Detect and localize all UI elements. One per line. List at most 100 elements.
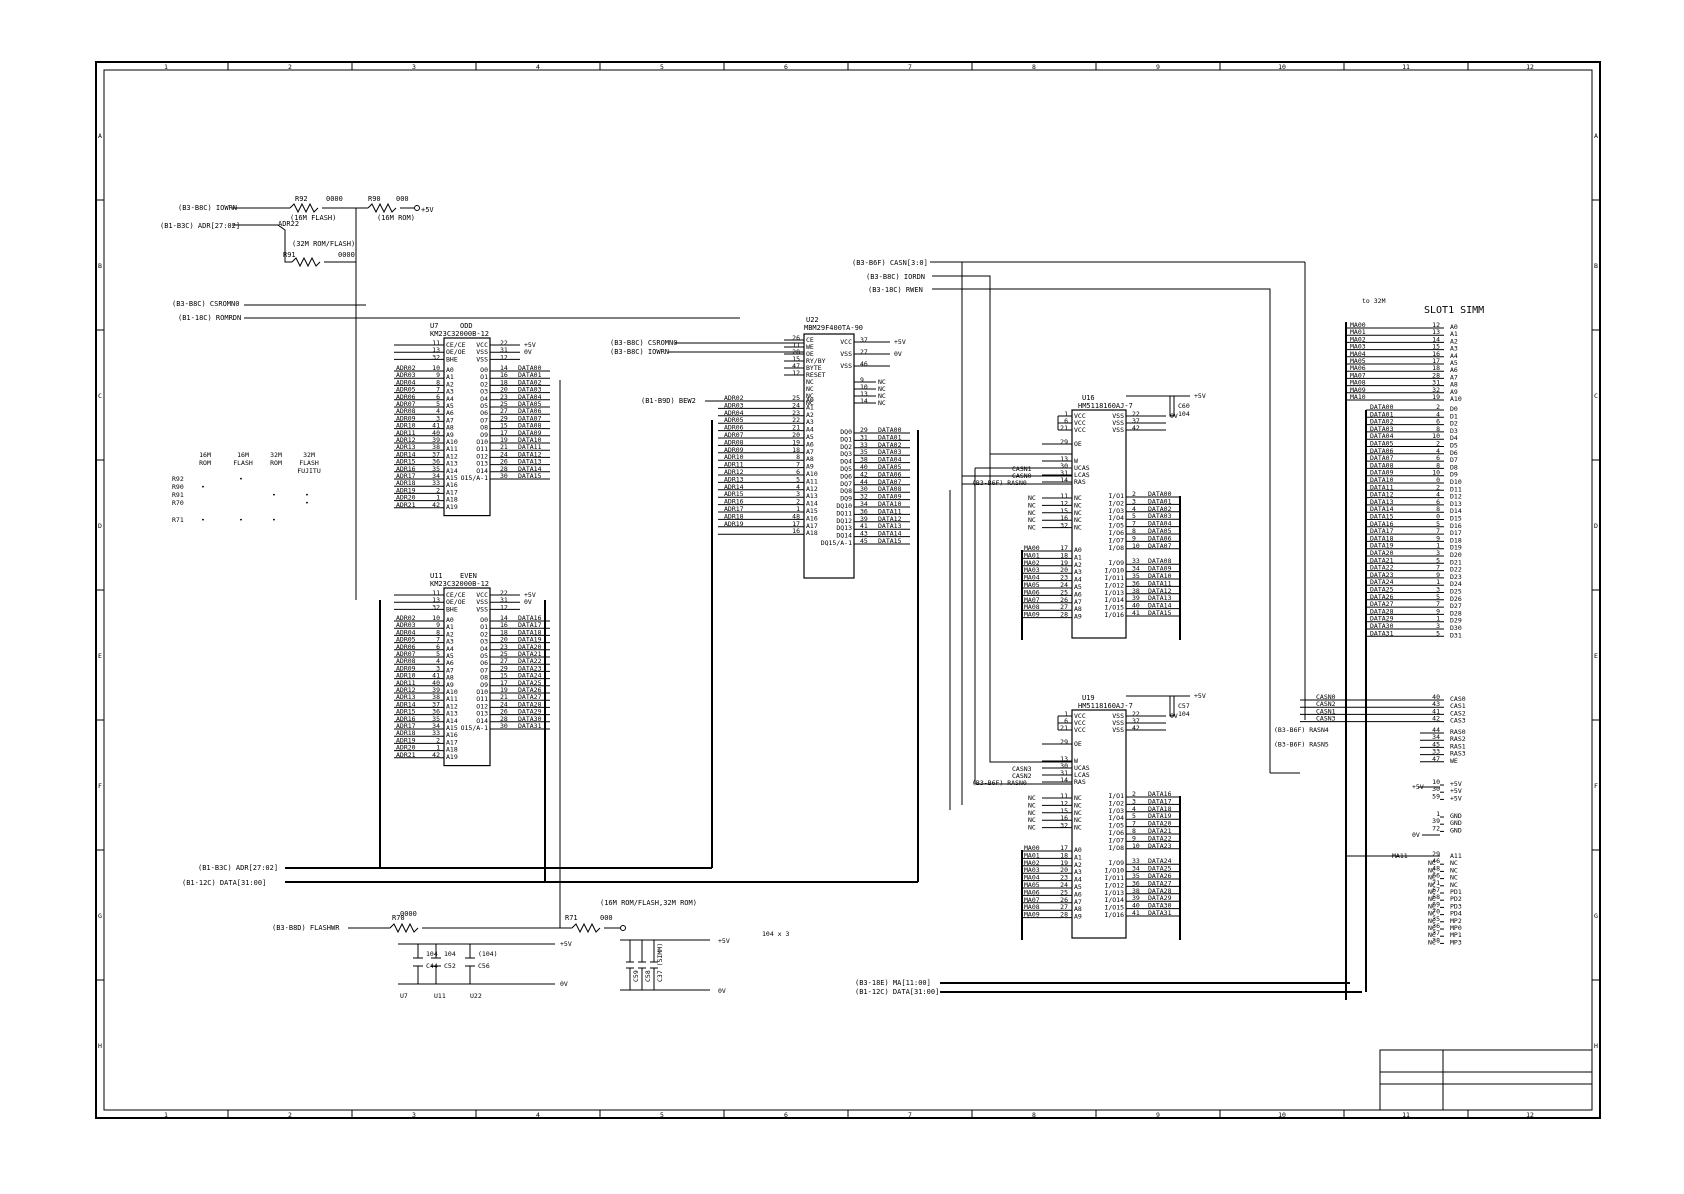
net-label: DATA15 <box>1370 513 1394 521</box>
pin-name: A9 <box>1074 613 1082 621</box>
net-label: DATA21 <box>518 650 542 658</box>
pin-num: 5 <box>796 475 800 483</box>
net-label: DATA19 <box>518 636 542 644</box>
pin-name: DQ8 <box>840 487 852 495</box>
net-label: MA07 <box>1024 596 1040 604</box>
pin-name: A5 <box>446 652 454 660</box>
pin-name: A9 <box>446 681 454 689</box>
pin-num: 45 <box>860 537 868 545</box>
net-label: ADR14 <box>396 700 416 708</box>
pin-name: A19 <box>446 753 458 761</box>
pin-name: MP2 <box>1450 917 1462 925</box>
net-label: ADR12 <box>396 436 416 444</box>
row-label-left: B <box>98 262 102 270</box>
cas-label: CASN1 <box>1316 707 1336 715</box>
pin-name: O12 <box>476 702 488 710</box>
pin-num: 9 <box>1436 607 1440 615</box>
pin-num: 23 <box>1060 874 1068 882</box>
pin-num: 6 <box>796 468 800 476</box>
net-label: MA04 <box>1350 350 1366 358</box>
opt-header: ROM <box>199 459 211 467</box>
pin-name: GND <box>1450 819 1462 827</box>
pin-num: 1 <box>1436 615 1440 623</box>
pin-num: 39 <box>1132 594 1140 602</box>
pin-name: O10 <box>476 438 488 446</box>
pin-name: A7 <box>1074 898 1082 906</box>
net-label: +5V <box>524 341 536 349</box>
net-label: +5V <box>1194 392 1206 400</box>
nc-label: NC <box>1428 895 1436 903</box>
pin-name: DQ0 <box>840 428 852 436</box>
pin-name: NC <box>1074 816 1082 824</box>
pin-num: 18 <box>792 446 800 454</box>
net-label: ADR18 <box>396 729 416 737</box>
pin-num: 38 <box>432 693 440 701</box>
pin-num: 7 <box>436 386 440 394</box>
nc-label: NC <box>1028 801 1036 809</box>
r91-ref: R91 <box>283 251 296 259</box>
pin-name: O8 <box>480 424 488 432</box>
nc-label: NC <box>1428 881 1436 889</box>
net-label: DATA09 <box>518 429 542 437</box>
pin-name: A8 <box>806 455 814 463</box>
rom32-note: (32M ROM/FLASH) <box>292 240 355 248</box>
pin-num: 37 <box>860 336 868 344</box>
opt-header: 32M <box>270 451 282 459</box>
pin-num: 32 <box>1432 386 1440 394</box>
net-label: MA00 <box>1024 544 1040 552</box>
pin-name: A10 <box>446 688 458 696</box>
pin-name: O13 <box>476 710 488 718</box>
pin-name: A5 <box>1074 583 1082 591</box>
net-label: MA05 <box>1024 581 1040 589</box>
pin-num: 1 <box>796 505 800 513</box>
pin-name: RESET <box>806 371 826 379</box>
net-label: DATA04 <box>1148 520 1172 528</box>
col-label-top: 2 <box>288 63 292 71</box>
pin-name: O14 <box>476 717 488 725</box>
pin-num: 7 <box>1436 600 1440 608</box>
row-label-left: E <box>98 652 102 660</box>
pin-name: A8 <box>1074 605 1082 613</box>
pin-name: D23 <box>1450 573 1462 581</box>
pin-name: A7 <box>1074 598 1082 606</box>
pin-num: 13 <box>860 390 868 398</box>
row-label-left: H <box>98 1042 102 1050</box>
net-label: DATA02 <box>1148 505 1172 513</box>
pin-num: 34 <box>1132 865 1140 873</box>
pin-num: 17 <box>500 679 508 687</box>
pin-num: 39 <box>860 515 868 523</box>
net-label: DATA11 <box>1148 579 1172 587</box>
pin-name: +5V <box>1450 780 1462 788</box>
dram-control-nets: (B3-B6F) CASN[3:0] (B3-B8C) IORDN (B3-18… <box>852 259 1306 810</box>
chip-ref: U22 <box>806 316 819 324</box>
pin-num: 3 <box>436 414 440 422</box>
cas-label: CASN1 <box>1012 465 1032 473</box>
pin-num: 7 <box>1436 564 1440 572</box>
pin-name: O1 <box>480 373 488 381</box>
net-label: DATA07 <box>1148 542 1172 550</box>
caps-note: 104 x 3 <box>762 930 789 938</box>
cas-label: CASN2 <box>1012 772 1032 780</box>
pin-num: 6 <box>1436 454 1440 462</box>
pin-name: D14 <box>1450 507 1462 515</box>
net-label: ADR06 <box>724 424 744 432</box>
pin-num: 8 <box>796 453 800 461</box>
pin-num: 35 <box>860 448 868 456</box>
net-label: MA02 <box>1024 859 1040 867</box>
row-label-left: A <box>98 132 102 140</box>
net-label: ADR13 <box>396 443 416 451</box>
chip-name: HM5118160AJ-7 <box>1078 702 1133 710</box>
pin-name: D2 <box>1450 420 1458 428</box>
net-label: ADR08 <box>396 657 416 665</box>
pin-num: 35 <box>1132 572 1140 580</box>
opt-row-label: R90 <box>172 483 184 491</box>
r71-ref: R71 <box>565 914 578 922</box>
pin-num: 20 <box>1060 866 1068 874</box>
chip-body <box>1071 709 1127 939</box>
title-block <box>1379 1049 1593 1111</box>
pin-name: A5 <box>446 402 454 410</box>
rom16-note: (16M ROM) <box>377 214 415 222</box>
col-label-top: 10 <box>1278 63 1286 71</box>
net-label: 0V <box>894 350 902 358</box>
net-label: DATA01 <box>1370 410 1394 418</box>
